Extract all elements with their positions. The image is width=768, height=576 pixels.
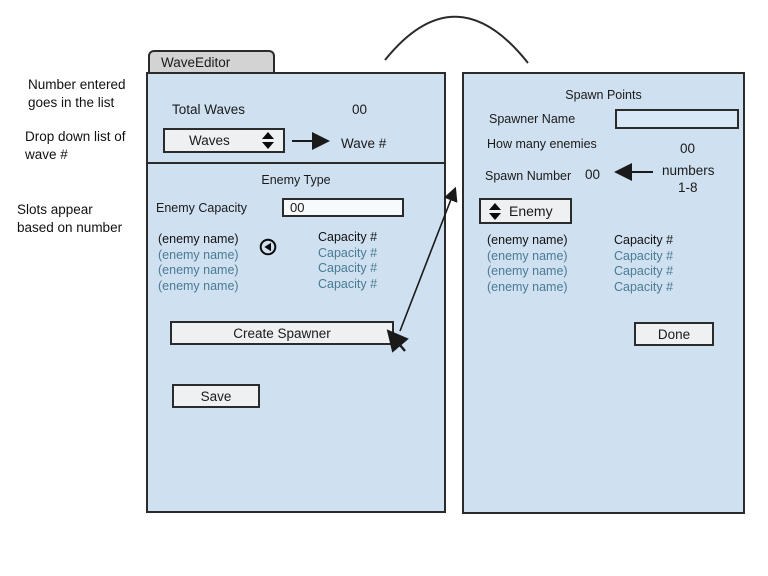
enemy-list-item[interactable]: (enemy name) [487,264,568,278]
enemy-capacity-input[interactable]: 00 [282,198,404,217]
capacity-list-item: Capacity # [614,264,674,278]
annotation-line: Slots appear [17,202,93,217]
spawn-number-value: 00 [585,167,601,182]
annotation-line: based on number [17,220,123,235]
enemy-type-header: Enemy Type [261,173,331,187]
save-button[interactable]: Save [172,384,260,408]
wave-number-label: Wave # [341,136,387,151]
create-spawner-button[interactable]: Create Spawner [170,321,394,345]
annotation-slots-appear: Slots appear based on number [17,201,122,237]
enemy-list-item[interactable]: (enemy name) [158,247,239,262]
circle-left-arrow-icon[interactable] [259,238,277,261]
enemy-name-list: (enemy name) (enemy name) (enemy name) (… [158,232,239,294]
capacity-list-item: Capacity # [318,245,378,260]
up-down-spinner-icon[interactable] [489,202,501,220]
capacity-list-item: Capacity # [614,233,674,247]
annotation-line: Drop down list of [25,129,126,144]
spawner-name-input[interactable] [615,109,739,129]
spawn-number-label: Spawn Number [485,169,572,183]
enemy-list-item[interactable]: (enemy name) [158,232,239,246]
numbers-hint: numbers [662,163,715,178]
spawn-points-header: Spawn Points [565,88,642,102]
waves-dropdown-label: Waves [189,133,230,148]
total-waves-label: Total Waves [172,102,246,117]
enemy-capacity-label: Enemy Capacity [156,201,248,215]
how-many-enemies-value: 00 [680,141,696,156]
enemy-list-item[interactable]: (enemy name) [487,279,568,294]
enemy-list-item[interactable]: (enemy name) [158,263,239,277]
enemy-list-item[interactable]: (enemy name) [487,248,568,263]
panel-link-arc [384,15,529,64]
capacity-list-item: Capacity # [614,279,674,294]
annotation-number-entered: Number entered goes in the list [28,76,126,112]
enemy-dropdown-label: Enemy [509,203,553,219]
enemy-capacity-list: Capacity # Capacity # Capacity # Capacit… [614,233,673,295]
annotation-dropdown-list: Drop down list of wave # [25,128,126,164]
capacity-list-item: Capacity # [614,248,674,263]
enemy-capacity-list: Capacity # Capacity # Capacity # Capacit… [318,230,377,292]
wave-editor-panel: Total Waves 00 Waves Wave # Enemy Type E… [146,72,446,513]
enemy-name-list: (enemy name) (enemy name) (enemy name) (… [487,233,568,295]
annotation-line: goes in the list [28,95,115,110]
capacity-list-item: Capacity # [318,230,378,244]
annotation-line: Number entered [28,77,126,92]
spawn-points-panel: Spawn Points Spawner Name How many enemi… [462,72,745,514]
numbers-hint-range: 1-8 [678,180,698,195]
enemy-dropdown[interactable]: Enemy [479,198,572,224]
up-down-spinner-icon[interactable] [262,132,274,149]
enemy-list-item[interactable]: (enemy name) [158,278,239,293]
total-waves-value: 00 [352,102,368,117]
spawner-name-label: Spawner Name [489,112,576,126]
done-button[interactable]: Done [634,322,714,346]
capacity-list-item: Capacity # [318,261,378,275]
wave-editor-tab[interactable]: WaveEditor [148,50,275,75]
enemy-list-item[interactable]: (enemy name) [487,233,568,247]
waves-dropdown[interactable]: Waves [163,128,285,153]
annotation-line: wave # [25,147,68,162]
section-divider [146,162,446,164]
how-many-enemies-label: How many enemies [487,137,597,151]
capacity-list-item: Capacity # [318,276,378,291]
